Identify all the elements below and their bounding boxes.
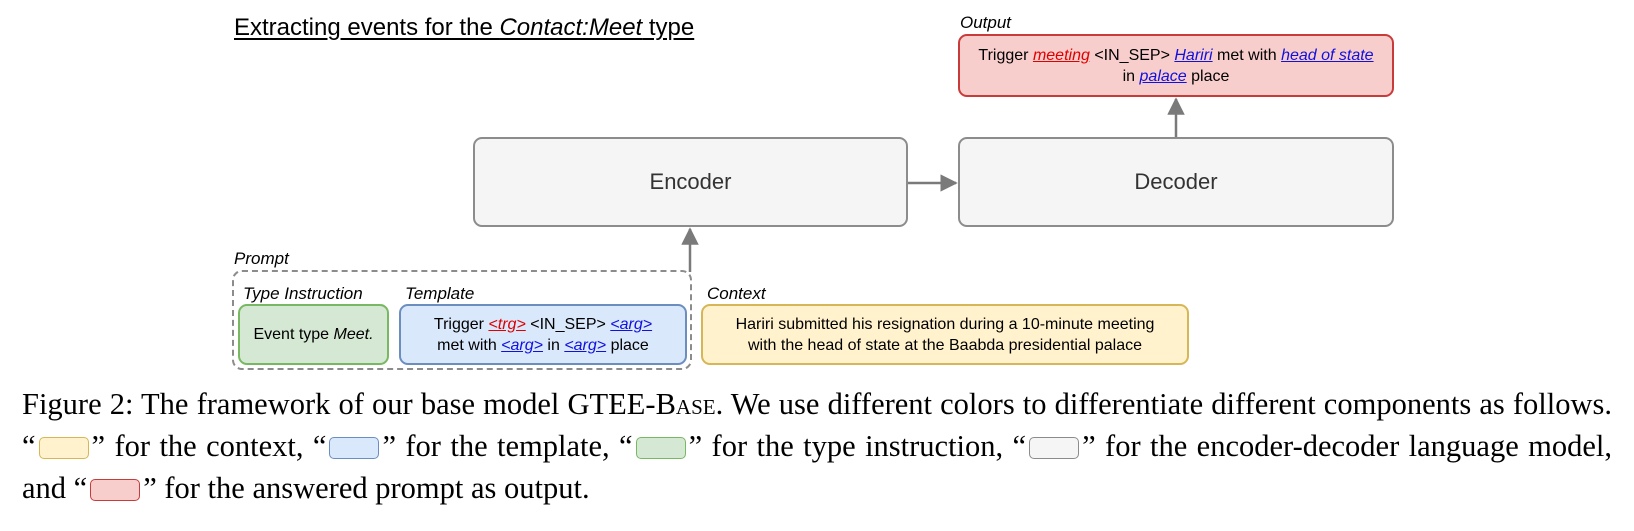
output-arg-1: Hariri — [1174, 46, 1213, 64]
template-label: Template — [405, 284, 475, 303]
template-box: Trigger <trg> <IN_SEP> <arg> met with <a… — [399, 304, 687, 365]
template-trigger: <trg> — [488, 315, 526, 333]
output-arg-3: palace — [1139, 67, 1187, 85]
template-arg-1: <arg> — [610, 315, 653, 333]
template-arg-3: <arg> — [564, 336, 607, 354]
template-arg-2: <arg> — [501, 336, 543, 354]
type-instruction-label: Type Instruction — [243, 284, 363, 303]
output-arg-2: head of state — [1281, 46, 1374, 64]
decoder-box: Decoder — [958, 137, 1394, 227]
context-line-2: with the head of state at the Baabda pre… — [747, 336, 1143, 354]
output-label: Output — [960, 13, 1012, 32]
prompt-label: Prompt — [234, 249, 289, 268]
figure-caption: Figure 2: The framework of our base mode… — [22, 387, 1612, 505]
encoder-label: Encoder — [649, 169, 732, 194]
decoder-label: Decoder — [1134, 169, 1218, 194]
diagram-title: Extracting events for the Contact:Meet t… — [234, 14, 695, 41]
encoder-box: Encoder — [473, 137, 908, 227]
title-event-type: Contact:Meet — [499, 14, 643, 41]
context-color-swatch — [38, 437, 89, 459]
context-label: Context — [707, 284, 766, 303]
model-color-swatch — [1029, 437, 1080, 459]
context-line-1: Hariri submitted his resignation during … — [735, 315, 1155, 333]
type-instruction-box: Event type Meet. — [238, 304, 389, 365]
context-box: Hariri submitted his resignation during … — [701, 304, 1189, 365]
output-color-swatch — [90, 479, 141, 501]
output-trigger: meeting — [1032, 46, 1090, 64]
type-instruction-event: Meet. — [333, 325, 374, 343]
template-color-swatch — [329, 437, 380, 459]
prompt-frame — [232, 270, 692, 370]
output-box: Trigger meeting <IN_SEP> Hariri met with… — [958, 34, 1394, 97]
type-instruction-color-swatch — [635, 437, 686, 459]
